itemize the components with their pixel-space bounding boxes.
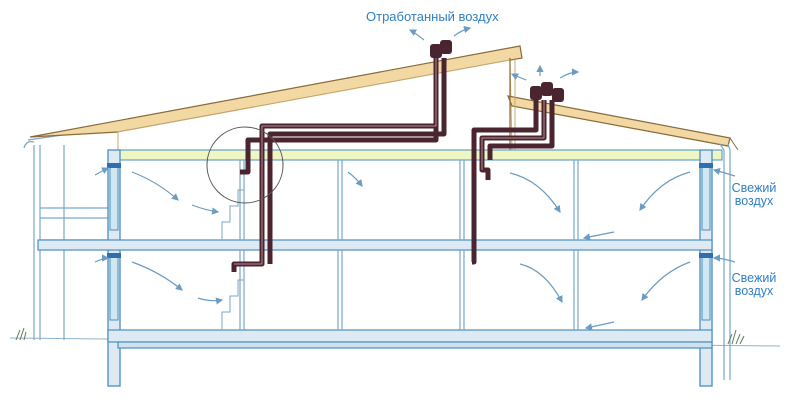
- fresh-air-label-upper: Свежий воздух: [731, 181, 777, 209]
- attic-floor-slab: [111, 149, 723, 161]
- downpipe: [719, 143, 731, 380]
- duct-inner-highlight: [234, 58, 545, 265]
- grass-icon: [15, 327, 745, 345]
- fresh-air-label-lower: Свежий воздух: [731, 271, 777, 299]
- detail-callout-circle: [206, 126, 284, 204]
- exhaust-air-label: Отработанный воздух: [366, 9, 499, 24]
- porch: [23, 127, 119, 340]
- staircase: [221, 189, 244, 330]
- air-flow-arrow-icon: [94, 25, 736, 331]
- exhaust-fan-icon: [430, 40, 564, 102]
- exterior-walls: [107, 149, 713, 387]
- inlet-vent: [107, 163, 713, 258]
- floor-slabs: [37, 239, 713, 349]
